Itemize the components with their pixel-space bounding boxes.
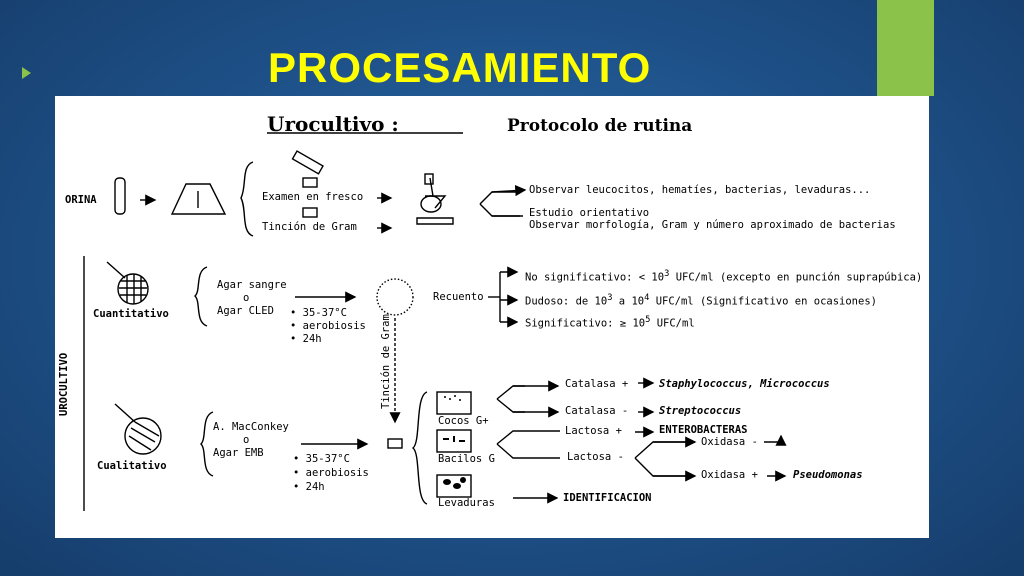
- bacilos-label: Bacilos G: [438, 453, 495, 465]
- tincion-vertical-label: Tinción de Gram: [380, 314, 392, 409]
- slide-stain-icon: [302, 207, 318, 218]
- agar-cled-label: Agar CLED: [217, 305, 274, 317]
- result-significativo: Significativo: ≥ 105 UFC/ml: [525, 315, 695, 330]
- test-tube-icon: [114, 177, 126, 215]
- start-label: ORINA: [65, 194, 97, 206]
- colonies-plate-icon: [376, 278, 414, 316]
- staph-label: Staphylococcus, Micrococcus: [659, 378, 830, 390]
- cuantitativo-label: Cuantitativo: [93, 308, 169, 320]
- o-label: o: [243, 292, 250, 304]
- cocos-label: Cocos G+: [438, 415, 489, 427]
- diagram-panel: Urocultivo : Protocolo de rutina ORINA E…: [55, 96, 929, 538]
- bacilos-box: [436, 429, 472, 453]
- cond-temp-2: • 35-37°C: [293, 453, 350, 465]
- lactosa-neg-label: Lactosa -: [567, 451, 624, 463]
- catalasa-neg-label: Catalasa -: [565, 405, 629, 417]
- plate-streak-icon: [124, 417, 162, 455]
- pseudomonas-label: Pseudomonas: [793, 469, 863, 481]
- slide-sample-icon: [302, 177, 318, 188]
- result-no-significativo: No significativo: < 103 UFC/ml (excepto …: [525, 269, 923, 284]
- bullet-triangle-icon: [22, 67, 31, 79]
- plate-grid-icon: [117, 273, 149, 305]
- macconkey-label: A. MacConkey: [213, 421, 289, 433]
- diagram-subheading: Protocolo de rutina: [507, 116, 693, 136]
- agar-emb-label: Agar EMB: [213, 447, 264, 459]
- cond-aero-2: • aerobiosis: [293, 467, 369, 479]
- entero-label: ENTEROBACTERAS: [659, 424, 748, 436]
- recuento-label: Recuento: [433, 291, 484, 303]
- oxidasa-pos-label: Oxidasa +: [701, 469, 758, 481]
- cond-time-2: • 24h: [293, 481, 325, 493]
- observe1-label: Observar leucocitos, hematíes, bacterias…: [529, 184, 871, 196]
- levaduras-box: [436, 474, 472, 498]
- tincion-label: Tinción de Gram: [262, 221, 357, 233]
- result-dudoso: Dudoso: de 103 a 104 UFC/ml (Significati…: [525, 293, 877, 308]
- lactosa-pos-label: Lactosa +: [565, 425, 622, 437]
- container-icon: [170, 183, 227, 215]
- diagram-heading: Urocultivo :: [267, 112, 399, 136]
- catalasa-pos-label: Catalasa +: [565, 378, 629, 390]
- o-label-2: o: [243, 434, 250, 446]
- slide-result-icon: [387, 438, 403, 449]
- cualitativo-label: Cualitativo: [97, 460, 167, 472]
- cocos-box: [436, 391, 472, 415]
- identificacion-label: IDENTIFICACION: [563, 492, 652, 504]
- examen-label: Examen en fresco: [262, 191, 364, 203]
- accent-bar: [877, 0, 934, 96]
- slide-title: PROCESAMIENTO: [268, 44, 652, 91]
- cond-temp-1: • 35-37°C: [290, 307, 347, 319]
- levaduras-label: Levaduras: [438, 497, 495, 509]
- side-label: UROCULTIVO: [58, 352, 70, 416]
- cond-aero-1: • aerobiosis: [290, 320, 366, 332]
- cond-time-1: • 24h: [290, 333, 322, 345]
- agar-sangre-label: Agar sangre: [217, 279, 287, 291]
- estudio-label: Estudio orientativo: [529, 207, 650, 219]
- strep-label: Streptococcus: [659, 405, 742, 417]
- microscope-icon: [416, 173, 454, 225]
- observe2-label: Observar morfología, Gram y número aprox…: [529, 219, 896, 231]
- slide-icon: [291, 150, 324, 175]
- oxidasa-neg-label: Oxidasa -: [701, 436, 758, 448]
- diagram-lines: [83, 132, 787, 511]
